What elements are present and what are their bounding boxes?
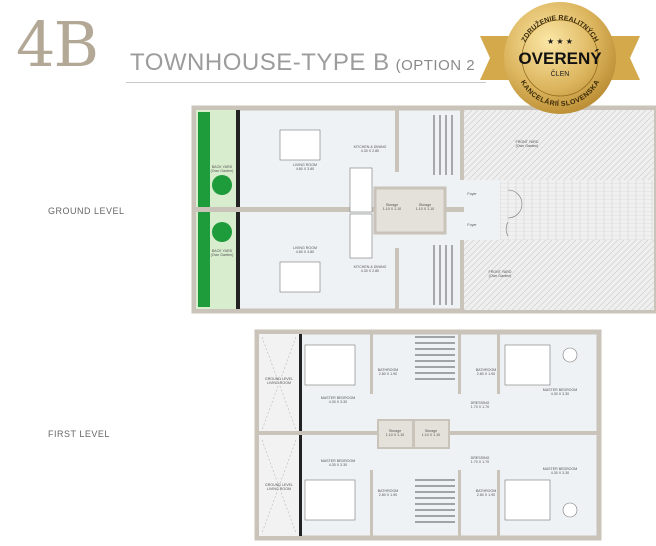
room-label: (Own Garden) bbox=[211, 253, 234, 257]
bed bbox=[304, 344, 356, 386]
dining-table bbox=[349, 167, 373, 213]
room-size: 2.80 X 1.90 bbox=[379, 493, 397, 497]
room-label: Storage bbox=[419, 203, 432, 207]
bed bbox=[504, 479, 551, 521]
room-size: 1.70 X 1.70 bbox=[471, 460, 489, 464]
room-label: GROUND LEVEL bbox=[265, 377, 293, 381]
option-label: (OPTION 2 bbox=[395, 57, 476, 74]
room-label: BACK YARD bbox=[212, 165, 233, 169]
palm-tree-icon bbox=[212, 175, 232, 195]
room-size: 2.80 X 1.90 bbox=[477, 372, 495, 376]
room-label: Storage bbox=[386, 203, 399, 207]
front-yard bbox=[462, 110, 654, 180]
room-label: Storage bbox=[425, 429, 438, 433]
sofa bbox=[279, 129, 321, 161]
first-level-plan: GROUND LEVEL LIVING ROOM GROUND LEVEL LI… bbox=[254, 329, 602, 541]
room-label: BACK YARD bbox=[212, 249, 233, 253]
room-label: MASTER BEDROOM bbox=[321, 396, 356, 400]
room-label: (Own Garden) bbox=[516, 144, 539, 148]
room-size: 1.10 X 1.10 bbox=[416, 207, 434, 211]
room-label: BATHROOM bbox=[378, 368, 399, 372]
room-size: 1.10 X 1.10 bbox=[422, 433, 440, 437]
bed bbox=[304, 479, 356, 521]
room-size: 4.30 X 3.30 bbox=[551, 471, 569, 475]
room-label: KITCHEN & DINING bbox=[354, 265, 387, 269]
verified-member-badge: ZDRUŽENIE REALITNÝCH ★ ★ ★ OVERENÝ ČLEN … bbox=[480, 2, 640, 114]
room-label: MASTER BEDROOM bbox=[321, 459, 356, 463]
room-label: (Own Garden) bbox=[211, 169, 234, 173]
room-label: LIVING ROOM bbox=[267, 487, 291, 491]
room-size: 1.10 X 1.10 bbox=[386, 433, 404, 437]
room-size: 2.80 X 1.90 bbox=[379, 372, 397, 376]
room-size: 2.80 X 1.90 bbox=[477, 493, 495, 497]
room-label: Foyer bbox=[467, 223, 477, 227]
room-label: Foyer bbox=[467, 192, 477, 196]
room-label: FRONT YARD bbox=[489, 270, 512, 274]
room-label: BATHROOM bbox=[476, 489, 497, 493]
room-size: 4.30 X 3.30 bbox=[329, 463, 347, 467]
room-size: 4.30 X 2.80 bbox=[361, 149, 379, 153]
room-label: BATHROOM bbox=[476, 368, 497, 372]
room-size: 4.30 X 3.30 bbox=[551, 392, 569, 396]
first-level-label: FIRST LEVEL bbox=[48, 429, 110, 439]
room-label: LIVING ROOM bbox=[267, 381, 291, 385]
room-label: MASTER BEDROOM bbox=[543, 467, 578, 471]
room-label: BATHROOM bbox=[378, 489, 399, 493]
front-yard bbox=[462, 240, 654, 310]
room-label: KITCHEN & DINING bbox=[354, 145, 387, 149]
badge-stars: ★ ★ ★ bbox=[547, 37, 573, 46]
room-size: 4.30 X 2.80 bbox=[361, 269, 379, 273]
bed bbox=[504, 344, 551, 386]
ground-level-plan: BACK YARD (Own Garden) BACK YARD (Own Ga… bbox=[191, 105, 656, 314]
room-label: DRESSING bbox=[471, 456, 490, 460]
room-size: 4.80 X 3.80 bbox=[296, 250, 314, 254]
room-label: FRONT YARD bbox=[516, 140, 539, 144]
room-label: MASTER BEDROOM bbox=[543, 388, 578, 392]
room-size: 1.10 X 1.10 bbox=[383, 207, 401, 211]
room-size: 4.80 X 3.80 bbox=[296, 167, 314, 171]
ground-level-label: GROUND LEVEL bbox=[48, 206, 125, 216]
unit-number: 4B bbox=[16, 8, 99, 81]
room-label: LIVING ROOM bbox=[293, 246, 317, 250]
badge-sub-text: ČLEN bbox=[551, 69, 570, 78]
title-divider bbox=[126, 82, 486, 83]
room-label: LIVING ROOM bbox=[293, 163, 317, 167]
room-label: GROUND LEVEL bbox=[265, 483, 293, 487]
room-label: (Own Garden) bbox=[489, 274, 512, 278]
room-label: DRESSING bbox=[471, 401, 490, 405]
badge-main-text: OVERENÝ bbox=[518, 49, 602, 68]
room-label: Storage bbox=[389, 429, 402, 433]
room-size: 4.30 X 3.30 bbox=[329, 400, 347, 404]
sofa bbox=[279, 261, 321, 293]
dining-table bbox=[349, 213, 373, 259]
page-title: TOWNHOUSE-TYPE B (OPTION 2 bbox=[130, 49, 475, 77]
palm-tree-icon bbox=[212, 222, 232, 242]
title-text: TOWNHOUSE-TYPE B bbox=[130, 49, 390, 76]
room-size: 1.70 X 1.70 bbox=[471, 405, 489, 409]
